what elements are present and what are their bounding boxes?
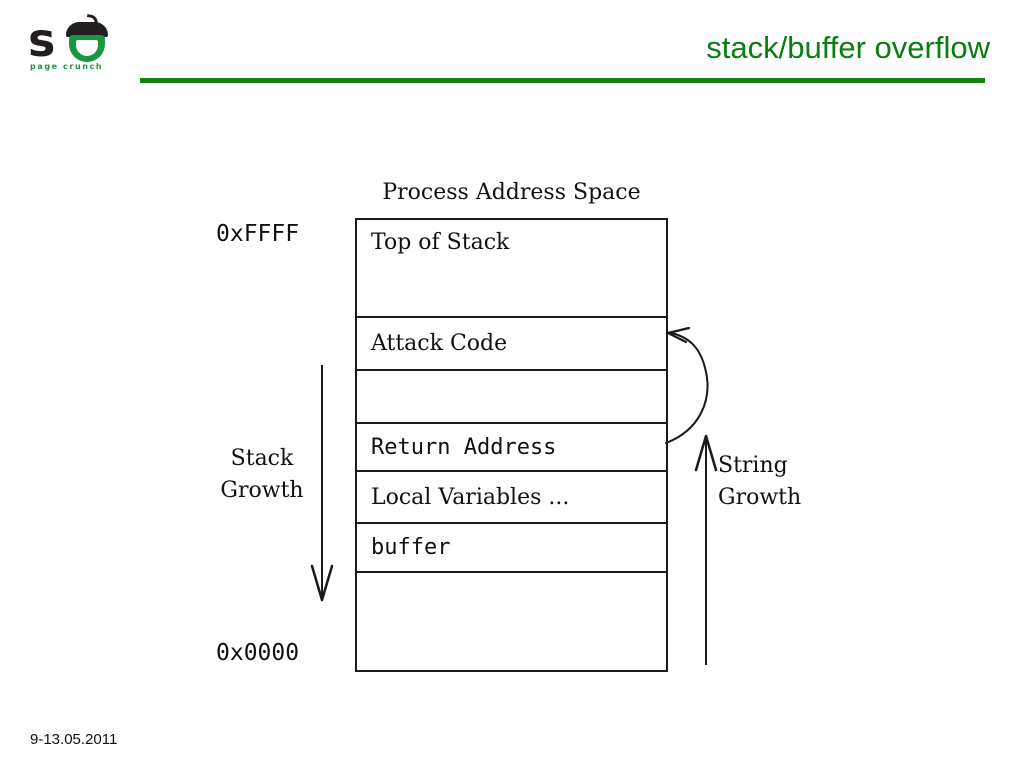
process-address-space-box: Top of Stack Attack Code Return Address … bbox=[355, 218, 668, 672]
address-label-bottom: 0x0000 bbox=[216, 640, 300, 666]
logo-letter-s: s bbox=[28, 13, 55, 67]
stack-row-return-address: Return Address bbox=[357, 424, 666, 472]
stack-growth-line-2: Growth bbox=[220, 478, 304, 503]
acorn-icon bbox=[66, 13, 108, 62]
address-label-top: 0xFFFF bbox=[216, 221, 300, 247]
stack-row-label: buffer bbox=[371, 535, 451, 560]
string-growth-line-1: String bbox=[718, 453, 788, 478]
stack-row-local-variables: Local Variables ... bbox=[357, 472, 666, 524]
stack-row-empty-lower bbox=[357, 573, 666, 670]
string-growth-line-2: Growth bbox=[718, 485, 802, 510]
stack-row-label: Return Address bbox=[371, 434, 557, 460]
stack-row-label: Top of Stack bbox=[371, 230, 510, 255]
stack-row-label: Attack Code bbox=[371, 331, 508, 356]
logo: s page crunch bbox=[28, 13, 124, 80]
diagram-title: Process Address Space bbox=[382, 180, 641, 205]
string-growth-arrow-icon bbox=[694, 434, 718, 665]
stack-row-empty-upper bbox=[357, 371, 666, 424]
stack-growth-label: Stack Growth bbox=[214, 443, 310, 507]
footer-date: 9-13.05.2011 bbox=[30, 731, 118, 748]
stack-row-label: Local Variables ... bbox=[371, 484, 570, 510]
string-growth-label: String Growth bbox=[718, 450, 828, 514]
return-address-to-attack-code-arrow-icon bbox=[665, 326, 709, 444]
stack-row-buffer: buffer bbox=[357, 524, 666, 573]
stack-growth-arrow-icon bbox=[310, 365, 334, 602]
acorn-hole-icon bbox=[76, 40, 98, 56]
stack-row-top-of-stack: Top of Stack bbox=[357, 220, 666, 318]
title-underline-rule bbox=[140, 78, 985, 83]
acorn-cap-icon bbox=[66, 22, 108, 37]
slide-header: s page crunch stack/buffer overflow bbox=[0, 0, 1023, 100]
logo-tagline: page crunch bbox=[30, 62, 104, 71]
logo-acorn-icon: s bbox=[28, 13, 124, 67]
page-title: stack/buffer overflow bbox=[706, 30, 990, 65]
stack-growth-line-1: Stack bbox=[230, 446, 294, 471]
stack-row-attack-code: Attack Code bbox=[357, 318, 666, 371]
